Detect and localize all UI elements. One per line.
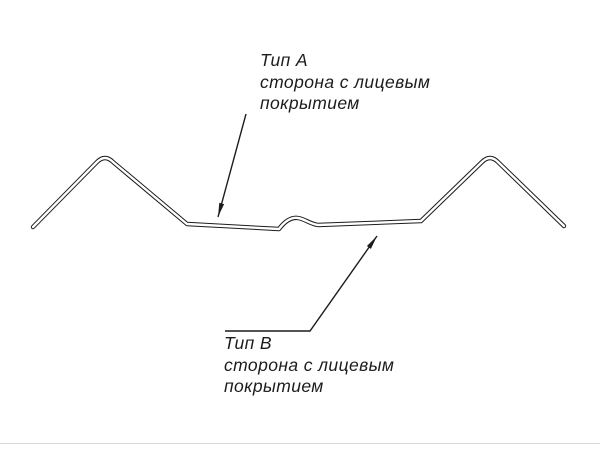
label-type-b-line1: сторона с лицевым: [224, 354, 395, 375]
arrowhead-type-a: [218, 202, 225, 217]
label-type-b-line2: покрытием: [224, 376, 324, 396]
label-type-b: Тип В сторона с лицевым покрытием: [224, 333, 394, 398]
leader-line-type-a: [217, 113, 247, 218]
label-type-a-line1: сторона с лицевым: [260, 71, 431, 92]
label-type-b-title: Тип В: [224, 333, 273, 353]
label-type-a-title: Тип А: [260, 50, 309, 70]
profile-cross-section-core: [31, 156, 566, 231]
label-type-a-line2: покрытием: [260, 93, 360, 113]
label-type-a: Тип А сторона с лицевым покрытием: [260, 50, 430, 115]
arrowhead-type-b: [366, 236, 377, 249]
leader-line-type-b: [225, 235, 378, 332]
bottom-edge-line: [0, 443, 600, 444]
